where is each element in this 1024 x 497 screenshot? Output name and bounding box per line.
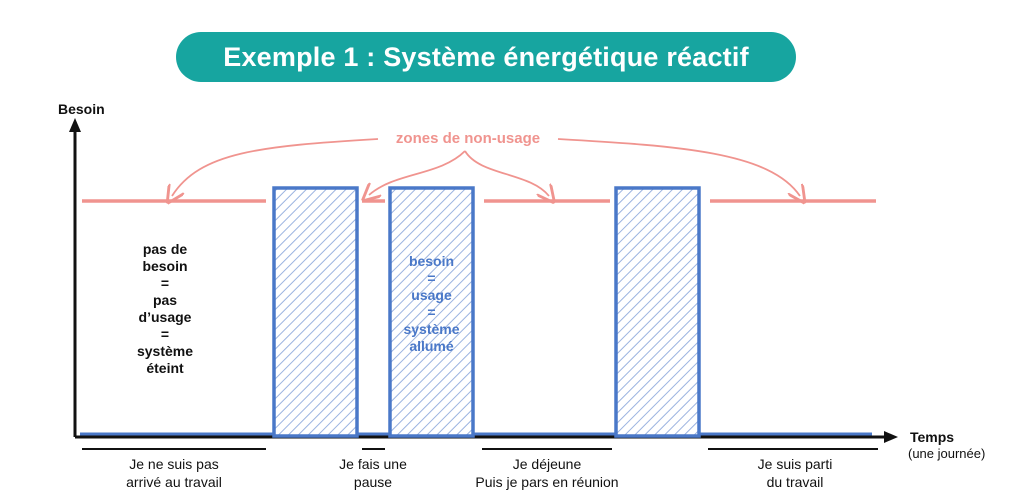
- usage-block-afternoon: [614, 186, 701, 438]
- caption-not-arrived: Je ne suis pas arrivé au travail: [82, 455, 266, 491]
- caption-line: Puis je pars en réunion: [475, 474, 619, 490]
- zone-arrow-left: [172, 138, 379, 196]
- zone-arrow-pause: [369, 150, 466, 195]
- zones-label: zones de non-usage: [395, 130, 541, 147]
- usage-block-morning: [272, 186, 359, 438]
- usage-block-midday: [388, 186, 475, 438]
- annotation-line: éteint: [146, 360, 184, 376]
- page-title: Exemple 1 : Système énergétique réactif: [223, 41, 749, 72]
- no-need-annotation: pas de besoin = pas d’usage = système ét…: [115, 241, 215, 377]
- caption-line: pause: [353, 474, 393, 490]
- zone-arrow-right: [557, 138, 800, 196]
- annotation-line: =: [160, 326, 170, 342]
- annotation-line: d’usage: [138, 309, 192, 325]
- annotation-line: système: [403, 321, 460, 337]
- annotation-line: besoin: [408, 253, 455, 269]
- caption-lunch-meeting: Je déjeune Puis je pars en réunion: [462, 455, 632, 491]
- annotation-line: pas: [152, 292, 178, 308]
- zone-arrows: [172, 138, 800, 196]
- caption-line: arrivé au travail: [126, 474, 222, 490]
- y-axis-label: Besoin: [58, 101, 105, 117]
- title-banner: Exemple 1 : Système énergétique réactif: [176, 32, 796, 82]
- caption-line: Je suis parti: [757, 456, 833, 472]
- x-axis-arrow-icon: [884, 431, 898, 443]
- caption-left-work: Je suis parti du travail: [730, 455, 860, 491]
- x-axis-sublabel: (une journée): [908, 446, 986, 461]
- annotation-line: pas de: [142, 241, 188, 257]
- annotation-line: usage: [411, 287, 452, 303]
- usage-annotation: besoin = usage = système allumé: [390, 253, 473, 355]
- caption-line: Je fais une: [339, 456, 407, 472]
- annotation-line: =: [427, 304, 436, 320]
- caption-line: du travail: [766, 474, 824, 490]
- caption-break: Je fais une pause: [318, 455, 428, 491]
- caption-line: Je déjeune: [512, 456, 582, 472]
- zone-arrow-lunch: [464, 150, 549, 196]
- annotation-line: allumé: [409, 338, 454, 354]
- annotation-line: besoin: [142, 258, 188, 274]
- annotation-line: =: [160, 275, 170, 291]
- y-axis-arrow-icon: [69, 118, 81, 132]
- x-axis-label: Temps: [910, 429, 955, 445]
- annotation-line: =: [427, 270, 436, 286]
- annotation-line: système: [136, 343, 194, 359]
- usage-blocks: [272, 186, 701, 438]
- caption-line: Je ne suis pas: [129, 456, 219, 472]
